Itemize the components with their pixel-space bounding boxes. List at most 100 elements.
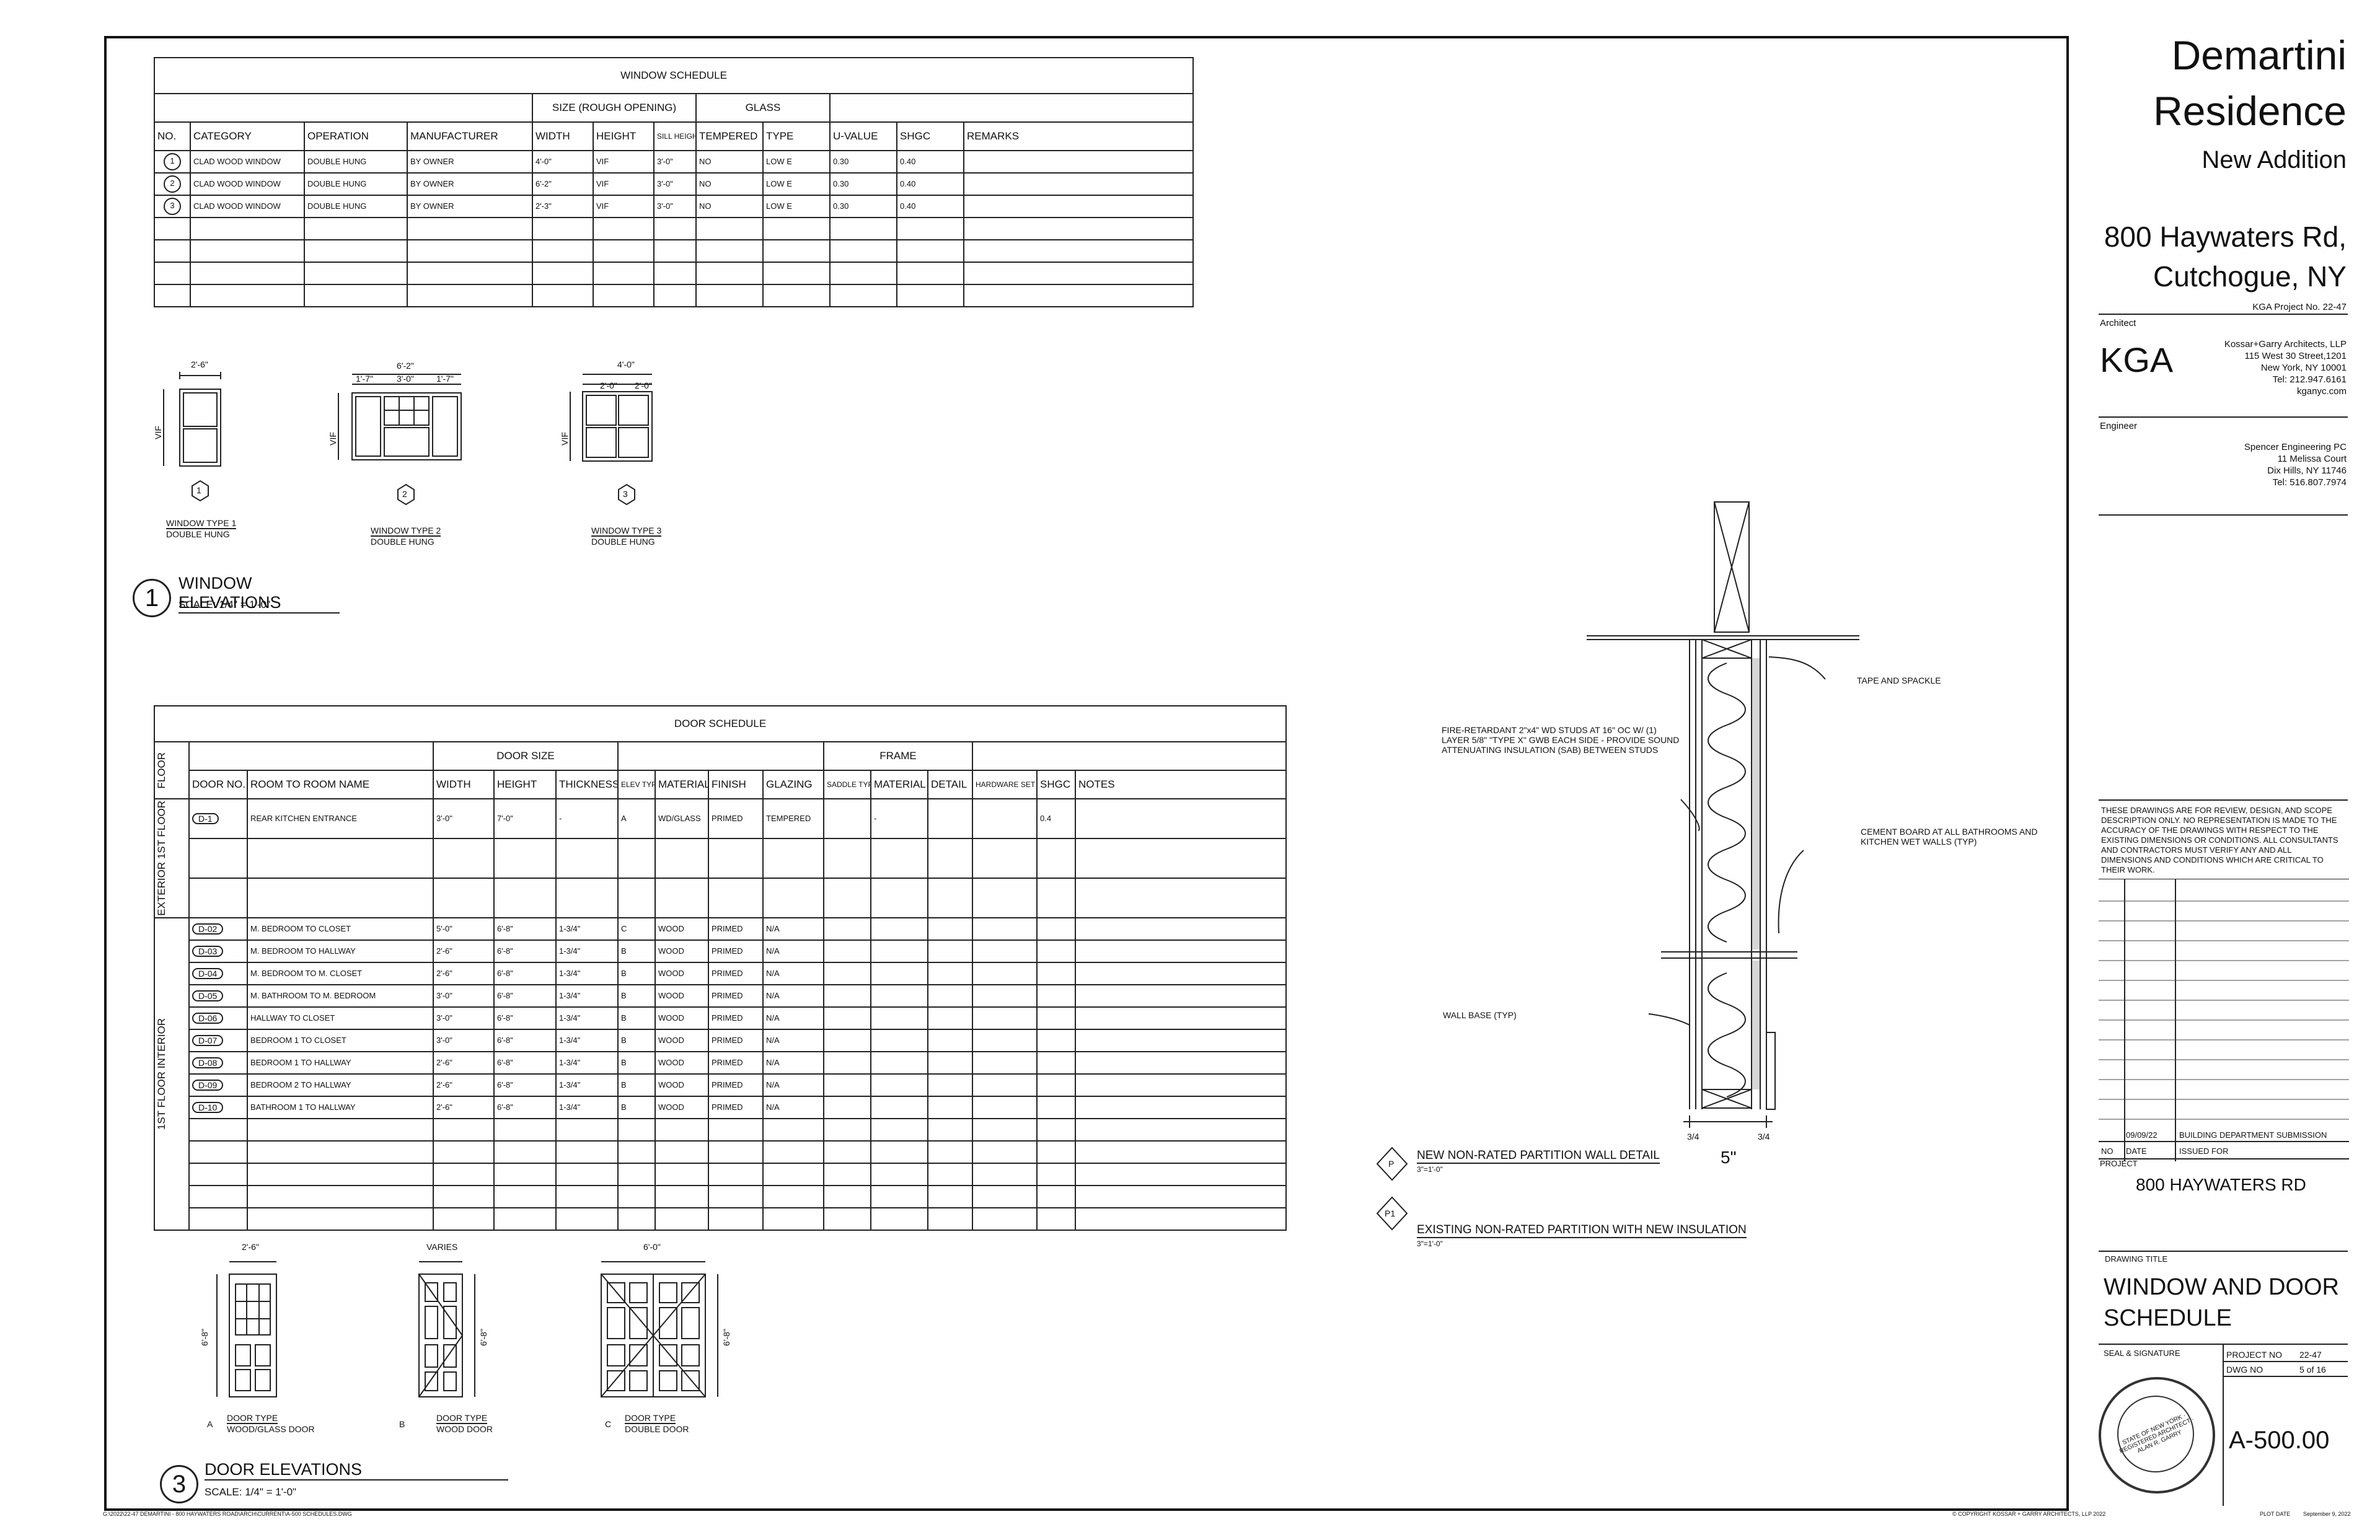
door-no-cell: D-1 <box>188 798 248 839</box>
empty-cell <box>593 262 654 285</box>
window-3-subdim-left: 2'-0" <box>600 381 617 390</box>
window-no-cell: 1 <box>154 150 191 174</box>
dim-mid: 5" <box>1721 1148 1737 1167</box>
floor-header-cell: FLOOR <box>154 741 190 799</box>
detail-p-scale: 3"=1'-0" <box>1417 1165 1443 1174</box>
door-elev-cell <box>617 1162 656 1186</box>
door-glazing-cell <box>762 1207 824 1231</box>
door-notes-cell <box>1074 983 1287 1008</box>
door-detail-cell <box>927 1162 973 1186</box>
architect-label: Architect <box>2100 318 2136 328</box>
empty-cell <box>695 262 764 285</box>
empty-cell <box>762 284 831 307</box>
door-width-cell: 2'-6" <box>433 1095 495 1119</box>
door-elev-cell: B <box>617 939 656 963</box>
dim-right: 3/4 <box>1758 1132 1770 1142</box>
door-number-tag: D-10 <box>192 1101 224 1113</box>
issue-date-header: DATE <box>2126 1146 2147 1156</box>
door-no-cell <box>188 837 248 879</box>
door-number-tag: D-03 <box>192 945 224 957</box>
window-schedule-empty-row <box>154 262 1194 285</box>
issue-description: BUILDING DEPARTMENT SUBMISSION <box>2179 1130 2327 1140</box>
door-detail-cell <box>927 798 973 839</box>
door-detail-cell <box>927 1117 973 1142</box>
window-uvalue-cell: 0.30 <box>829 172 897 196</box>
blank-cell <box>617 741 824 771</box>
window-1-vif: VIF <box>152 426 163 439</box>
door-thickness-cell: 1-3/4" <box>555 1028 619 1052</box>
window-tempered-cell: NO <box>695 172 764 196</box>
door-hardware-cell <box>972 1162 1038 1186</box>
door-notes-cell <box>1074 877 1287 918</box>
window-2-width: 6'-2" <box>397 361 414 371</box>
window-manufacturer-cell: BY OWNER <box>407 172 533 196</box>
door-elev-cell <box>617 1117 656 1142</box>
door-elev-cell <box>617 837 656 879</box>
door-width-cell: 3'-0" <box>433 983 495 1008</box>
door-width-cell <box>433 837 495 879</box>
kga-project-no: KGA Project No. 22-47 <box>2252 302 2347 312</box>
room-header: ROOM TO ROOM NAME <box>247 770 434 799</box>
window-schedule-empty-row <box>154 217 1194 240</box>
door-thickness-cell <box>555 1162 619 1186</box>
window-2-subdim-left: 1'-7" <box>356 374 373 384</box>
door-schedule-row <box>154 1162 1287 1186</box>
door-saddle-cell <box>823 1095 871 1119</box>
empty-cell <box>963 284 1194 307</box>
door-no-cell <box>188 1162 248 1186</box>
door-thickness-cell <box>555 1207 619 1231</box>
door-c-desc: DOUBLE DOOR <box>625 1424 689 1434</box>
door-height-cell <box>493 1162 557 1186</box>
door-b-letter: B <box>399 1419 405 1429</box>
door-shgc-cell: 0.4 <box>1036 798 1076 839</box>
address-line: Spencer Engineering PC <box>2244 442 2347 452</box>
door-notes-cell <box>1074 1073 1287 1097</box>
door-room-cell: HALLWAY TO CLOSET <box>247 1006 434 1030</box>
door-saddle-cell <box>823 1006 871 1030</box>
door-hardware-cell <box>972 1207 1038 1231</box>
door-glazing-cell: N/A <box>762 1073 824 1097</box>
title-block-rule <box>2099 1251 2348 1252</box>
address-line: Tel: 212.947.6161 <box>2272 374 2347 385</box>
empty-cell <box>695 217 764 240</box>
door-finish-cell: PRIMED <box>708 1095 764 1119</box>
empty-cell <box>407 217 533 240</box>
door-elev-cell: B <box>617 1073 656 1097</box>
door-saddle-cell <box>823 939 871 963</box>
door-thickness-cell: 1-3/4" <box>555 961 619 985</box>
door-notes-cell <box>1074 917 1287 941</box>
empty-cell <box>532 239 594 263</box>
door-shgc-cell <box>1036 961 1076 985</box>
door-detail-cell <box>927 1006 973 1030</box>
sheet-border <box>104 36 2069 1511</box>
door-height-cell <box>493 1184 557 1208</box>
file-path: G:\2022\22-47 DEMARTINI - 800 HAYWATERS … <box>103 1511 352 1517</box>
empty-cell <box>532 262 594 285</box>
empty-cell <box>154 262 191 285</box>
door-a-name: DOOR TYPE <box>227 1413 278 1424</box>
window-1-number: 1 <box>196 485 201 495</box>
address-line: 11 Melissa Court <box>2277 454 2347 464</box>
detail-p-title: NEW NON-RATED PARTITION WALL DETAIL <box>1417 1149 1660 1164</box>
door-width-cell: 3'-0" <box>433 798 495 839</box>
door-detail-cell <box>927 1140 973 1164</box>
door-elev-cell <box>617 1207 656 1231</box>
door-no-header: DOOR NO. <box>188 770 248 799</box>
door-height-cell <box>493 1117 557 1142</box>
door-height-cell: 6'-8" <box>493 1073 557 1097</box>
detail-header: DETAIL <box>927 770 973 799</box>
door-thickness-cell: - <box>555 798 619 839</box>
door-finish-cell <box>708 1184 764 1208</box>
door-material-cell: WOOD <box>654 1095 709 1119</box>
door-room-cell: M. BEDROOM TO CLOSET <box>247 917 434 941</box>
door-a-width: 2'-6" <box>242 1242 259 1252</box>
door-frame_material-cell <box>870 1207 928 1231</box>
door-glazing-cell <box>762 877 824 918</box>
door-elevations-title: DOOR ELEVATIONS <box>205 1460 508 1481</box>
door-material-cell: WOOD <box>654 1028 709 1052</box>
empty-cell <box>653 217 697 240</box>
window-col-header: U-VALUE <box>829 121 897 151</box>
floor-header: FLOOR <box>156 752 167 789</box>
window-col-header: MANUFACTURER <box>407 121 533 151</box>
